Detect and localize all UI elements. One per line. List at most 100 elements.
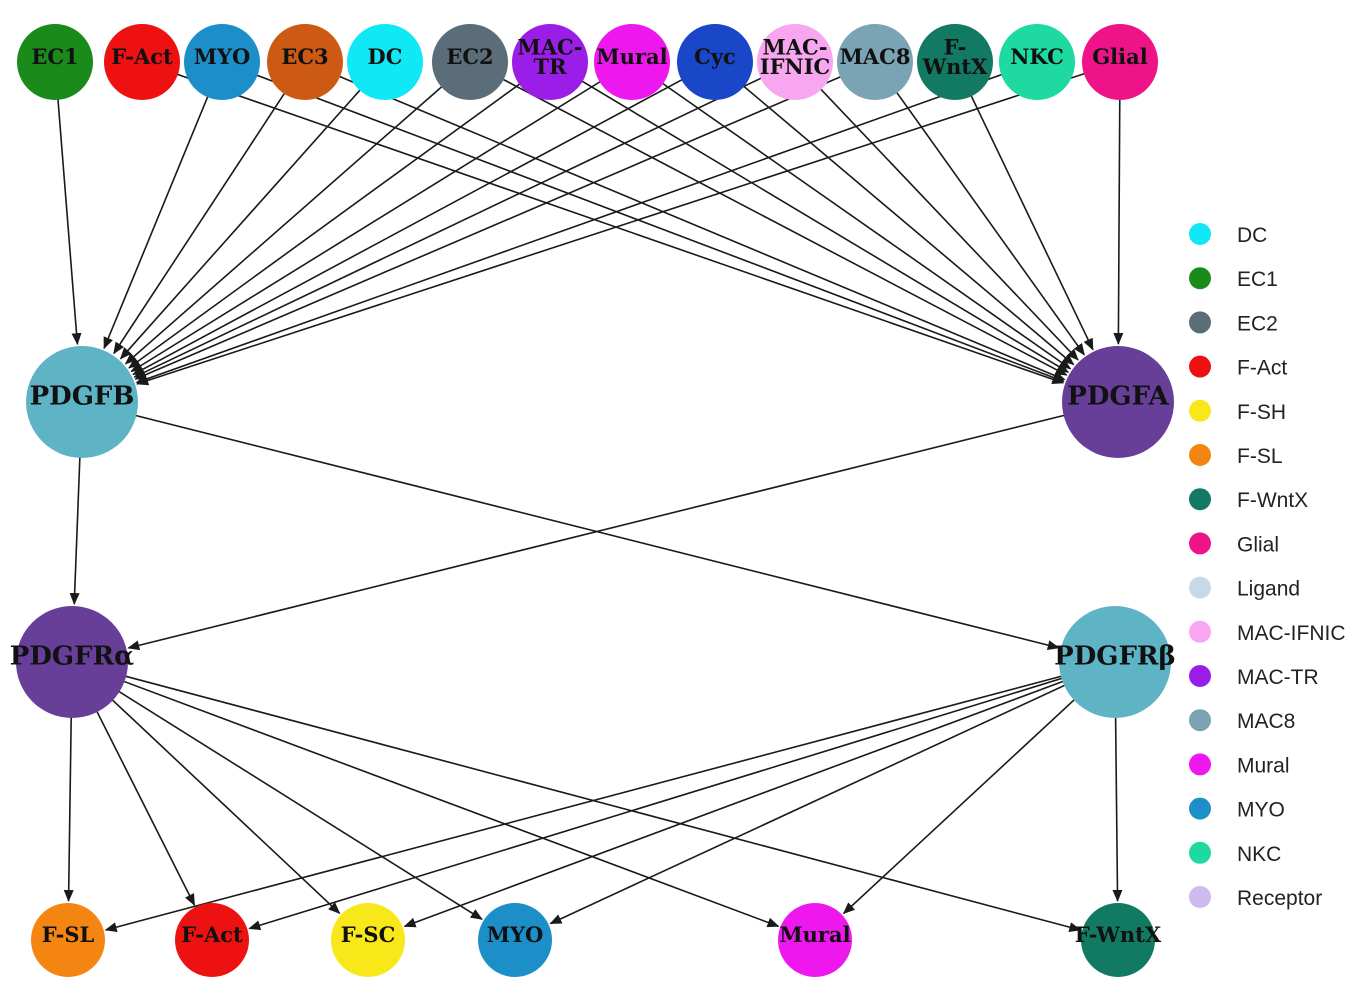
node-mac8[interactable]: MAC8 bbox=[837, 24, 913, 100]
node-f-wntx-top[interactable]: F-WntX bbox=[917, 24, 993, 100]
node-ec1[interactable]: EC1 bbox=[17, 24, 93, 100]
edge-mural-top-to-pdgfa bbox=[642, 68, 1072, 370]
node-myo-top[interactable]: MYO bbox=[184, 24, 260, 100]
node-label: PDGFRα bbox=[10, 642, 134, 672]
node-circle bbox=[267, 24, 343, 100]
legend-swatch bbox=[1189, 532, 1211, 555]
node-glial[interactable]: Glial bbox=[1082, 24, 1158, 100]
node-circle bbox=[917, 24, 993, 100]
edge-pdgfra-to-f-act-bot bbox=[80, 679, 196, 907]
node-pdgfb[interactable]: PDGFB bbox=[26, 346, 138, 458]
node-label: MAC8 bbox=[840, 44, 911, 69]
node-ec2[interactable]: EC2 bbox=[432, 24, 508, 100]
node-label: DC bbox=[368, 44, 403, 69]
legend-label: Ligand bbox=[1237, 578, 1300, 601]
edge-cyc-to-pdgfa bbox=[724, 69, 1075, 366]
legend-swatch bbox=[1189, 665, 1211, 687]
node-circle bbox=[594, 24, 670, 100]
node-f-act-bot[interactable]: F-Act bbox=[175, 903, 249, 977]
edge-dc-to-pdgfb bbox=[119, 71, 377, 360]
edge-pdgfra-to-f-wntx-bot bbox=[90, 666, 1082, 932]
legend-swatch bbox=[1189, 841, 1211, 864]
node-circle bbox=[1059, 606, 1171, 718]
legend-swatch bbox=[1189, 444, 1211, 466]
edge-pdgfra-to-myo-bot bbox=[88, 671, 483, 920]
legend-swatch bbox=[1189, 488, 1211, 511]
legend-label: F-WntX bbox=[1237, 489, 1308, 512]
node-f-sc[interactable]: F-SC bbox=[331, 903, 405, 977]
legend-item-mac-ifnic: MAC-IFNIC bbox=[1189, 620, 1346, 645]
legend-swatch bbox=[1189, 311, 1211, 334]
node-pdgfrb[interactable]: PDGFRβ bbox=[1054, 606, 1176, 718]
legend-label: MYO bbox=[1237, 799, 1285, 822]
legend-swatch bbox=[1189, 355, 1211, 378]
edge-ec2-to-pdgfb bbox=[124, 70, 461, 365]
node-circle bbox=[1082, 24, 1158, 100]
node-label: F-WntX bbox=[1075, 922, 1162, 947]
node-f-act-top[interactable]: F-Act bbox=[104, 24, 180, 100]
node-nkc[interactable]: NKC bbox=[999, 24, 1075, 100]
edge-pdgfrb-to-mural-bot bbox=[842, 674, 1102, 915]
legend-swatch bbox=[1189, 886, 1211, 908]
legend-item-glial: Glial bbox=[1189, 532, 1279, 556]
node-circle bbox=[778, 903, 852, 977]
edge-pdgfra-to-f-sl bbox=[63, 681, 74, 903]
edge-myo-top-to-pdgfa bbox=[234, 65, 1065, 383]
edge-mac8-to-pdgfa bbox=[882, 72, 1085, 356]
node-label: Mural bbox=[779, 922, 850, 947]
node-pdgfra[interactable]: PDGFRα bbox=[10, 606, 134, 718]
legend-label: Glial bbox=[1237, 533, 1279, 556]
legend-label: EC2 bbox=[1237, 312, 1278, 335]
node-label: Glial bbox=[1092, 44, 1147, 69]
node-mac-ifnic[interactable]: MAC-IFNIC bbox=[757, 24, 833, 100]
legend-label: F-SH bbox=[1237, 401, 1286, 424]
edge-ec1-to-pdgfb bbox=[55, 75, 82, 346]
legend-item-mac-tr: MAC-TR bbox=[1189, 665, 1319, 689]
node-f-sl[interactable]: F-SL bbox=[31, 903, 105, 977]
node-mac-tr[interactable]: MAC-TR bbox=[512, 24, 588, 100]
legend-label: F-SL bbox=[1237, 445, 1283, 468]
legend-swatch bbox=[1189, 753, 1211, 776]
legend-swatch bbox=[1189, 576, 1211, 599]
legend-label: DC bbox=[1237, 224, 1267, 247]
edge-f-act-top-to-pdgfa bbox=[154, 65, 1065, 385]
node-mural-bot[interactable]: Mural bbox=[778, 903, 852, 977]
legend-item-myo: MYO bbox=[1189, 797, 1285, 822]
edge-ec3-to-pdgfb bbox=[113, 72, 299, 355]
node-circle bbox=[1062, 346, 1174, 458]
node-circle bbox=[757, 24, 833, 100]
node-ec3[interactable]: EC3 bbox=[267, 24, 343, 100]
legend-item-ec2: EC2 bbox=[1189, 311, 1278, 335]
edge-pdgfrb-to-f-sl bbox=[104, 666, 1097, 933]
edge-cyc-to-pdgfb bbox=[132, 67, 704, 376]
legend-item-mac8: MAC8 bbox=[1189, 709, 1295, 733]
edge-pdgfrb-to-f-act-bot bbox=[248, 667, 1097, 931]
node-circle bbox=[347, 24, 423, 100]
legend-item-nkc: NKC bbox=[1189, 841, 1281, 866]
edge-f-wntx-top-to-pdgfa bbox=[960, 73, 1094, 351]
node-cyc[interactable]: Cyc bbox=[677, 24, 753, 100]
edge-mural-top-to-pdgfb bbox=[130, 68, 622, 373]
node-myo-bot[interactable]: MYO bbox=[478, 903, 552, 977]
legend-label: F-Act bbox=[1237, 357, 1287, 380]
legend-label: NKC bbox=[1237, 843, 1281, 866]
node-circle bbox=[837, 24, 913, 100]
node-circle bbox=[184, 24, 260, 100]
node-label: MAC-IFNIC bbox=[760, 35, 830, 79]
node-circle bbox=[512, 24, 588, 100]
node-label: NKC bbox=[1010, 44, 1064, 69]
legend-swatch bbox=[1189, 267, 1211, 290]
edge-pdgfrb-to-myo-bot bbox=[549, 669, 1098, 925]
node-circle bbox=[331, 903, 405, 977]
node-f-wntx-bot[interactable]: F-WntX bbox=[1075, 903, 1162, 977]
node-pdgfa[interactable]: PDGFA bbox=[1062, 346, 1174, 458]
node-label: F-SL bbox=[42, 922, 95, 947]
node-circle bbox=[677, 24, 753, 100]
legend-swatch bbox=[1189, 709, 1211, 732]
legend-label: MAC-IFNIC bbox=[1237, 622, 1346, 645]
legend-item-f-sl: F-SL bbox=[1189, 444, 1283, 468]
node-circle bbox=[999, 24, 1075, 100]
node-mural-top[interactable]: Mural bbox=[594, 24, 670, 100]
legend: DCEC1EC2F-ActF-SHF-SLF-WntXGlialLigandMA… bbox=[1189, 223, 1346, 910]
node-dc[interactable]: DC bbox=[347, 24, 423, 100]
